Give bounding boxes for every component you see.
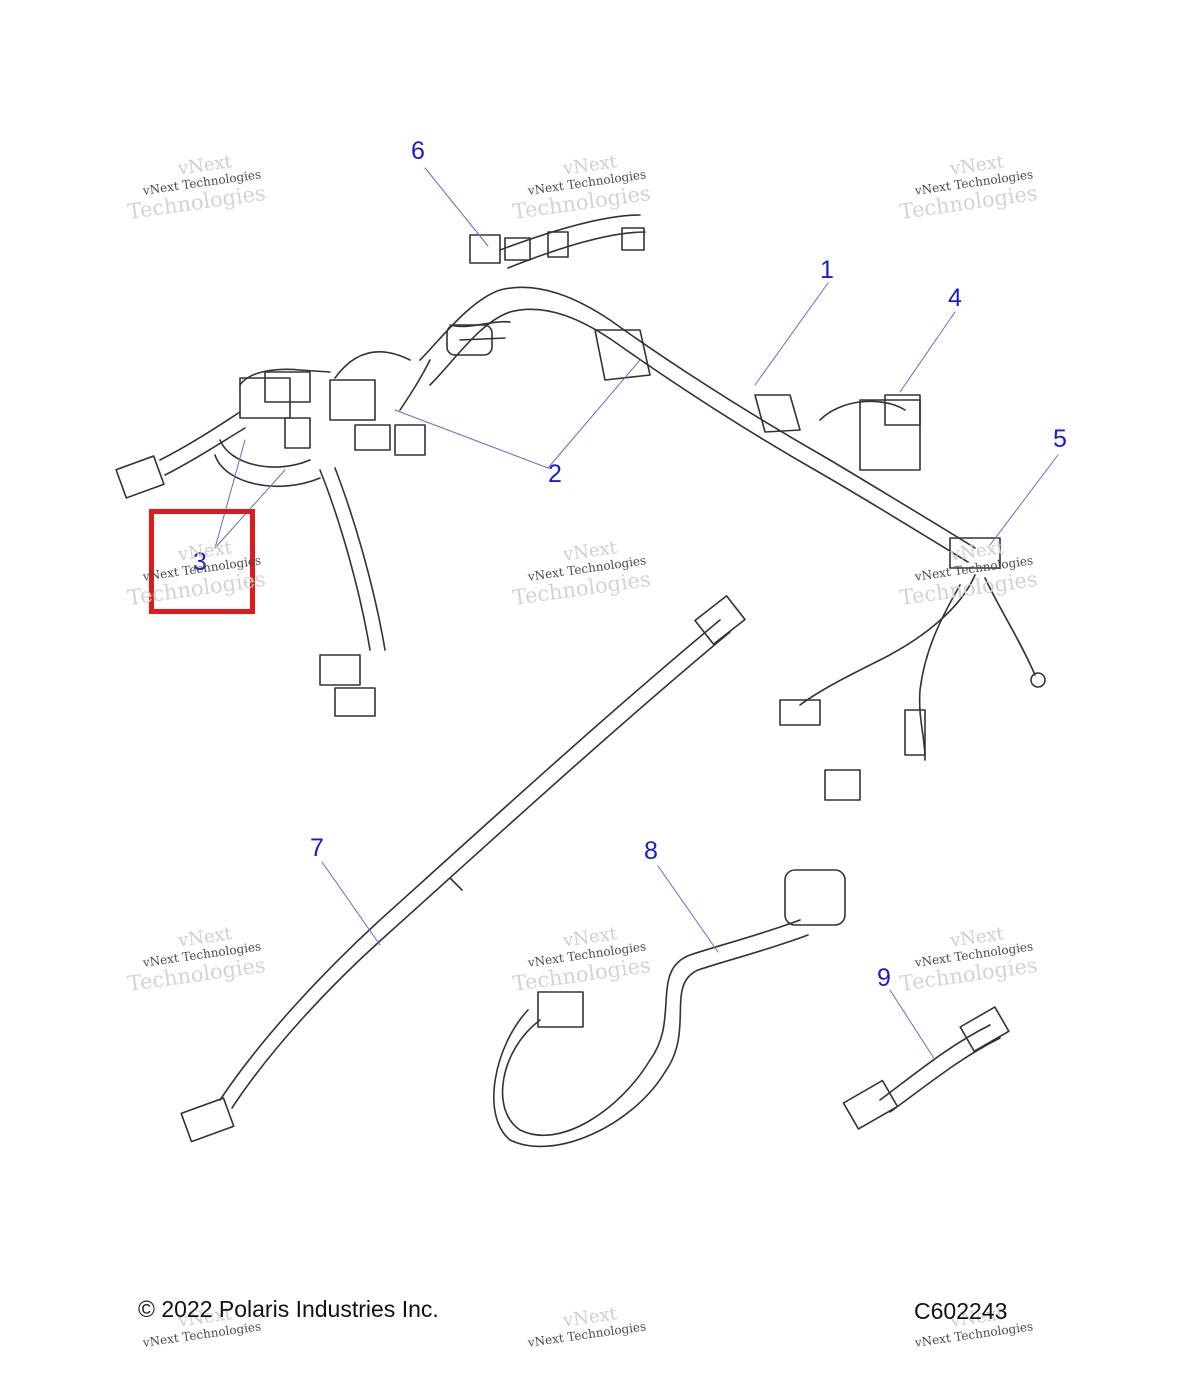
harness-part-7 bbox=[180, 595, 746, 1143]
callout-9: 9 bbox=[877, 964, 891, 992]
harness-part-8 bbox=[493, 869, 846, 1148]
callout-5: 5 bbox=[1053, 425, 1067, 453]
diagram-code: C602243 bbox=[914, 1298, 1008, 1324]
callout-3: 3 bbox=[193, 548, 207, 576]
harness-part-9 bbox=[842, 1006, 1010, 1130]
callout-3-highlight-box bbox=[149, 509, 255, 614]
callout-6: 6 bbox=[411, 137, 425, 165]
callout-8: 8 bbox=[644, 837, 658, 865]
main-harness-part-1 bbox=[115, 214, 1046, 801]
copyright-text: © 2022 Polaris Industries Inc. bbox=[138, 1296, 439, 1322]
wire-harness-diagram bbox=[115, 167, 1059, 1148]
callout-4: 4 bbox=[948, 284, 962, 312]
callout-2: 2 bbox=[548, 460, 562, 488]
callout-1: 1 bbox=[820, 256, 834, 284]
callout-7: 7 bbox=[310, 834, 324, 862]
